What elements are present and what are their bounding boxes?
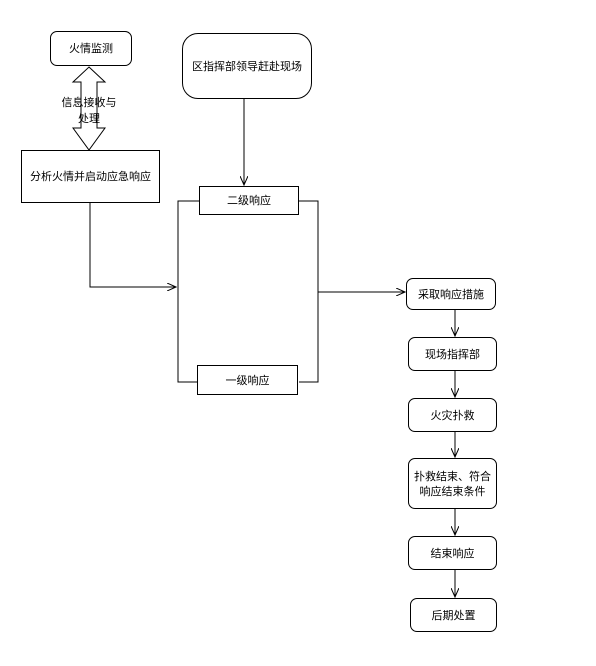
- left-bracket: [177, 200, 199, 383]
- node-level2: 二级响应: [199, 186, 299, 215]
- node-end-response: 结束响应: [408, 536, 497, 570]
- node-aftermath: 后期处置: [410, 598, 497, 632]
- node-take-measures: 采取响应措施: [406, 278, 496, 310]
- node-site-hq: 现场指挥部: [408, 337, 497, 371]
- node-fire-fight: 火灾扑救: [408, 398, 497, 432]
- analyze-to-bracket-arrow: [89, 203, 176, 287]
- node-analyze: 分析火情并启动应急响应: [21, 150, 160, 203]
- node-district-leader: 区指挥部领导赶赴现场: [182, 33, 312, 99]
- node-level1: 一级响应: [197, 365, 298, 395]
- node-end-fight: 扑救结束、符合响应结束条件: [408, 458, 497, 509]
- right-bracket: [299, 200, 319, 383]
- node-info-receive: 信息接收与 处理: [61, 96, 117, 125]
- node-fire-monitor: 火情监测: [50, 31, 132, 66]
